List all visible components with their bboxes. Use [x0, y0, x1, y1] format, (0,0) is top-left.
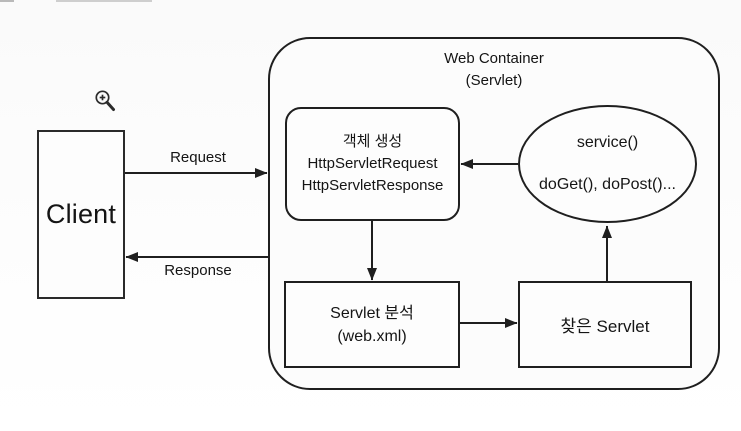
client-box: Client: [37, 130, 125, 299]
object-creation-line1: 객체 생성: [342, 133, 403, 150]
response-edge-label: Response: [164, 262, 232, 279]
client-label: Client: [45, 199, 117, 229]
object-creation-line3: HttpServletResponse: [301, 177, 444, 194]
web-container-title-line2: (Servlet): [465, 72, 523, 89]
found-servlet-box: 찾은 Servlet: [518, 281, 692, 368]
object-creation-line2: HttpServletRequest: [307, 155, 438, 172]
found-servlet-label: 찾은 Servlet: [560, 317, 650, 336]
web-container-title-line1: Web Container: [444, 50, 544, 67]
servlet-analysis-line1: Servlet 분석: [330, 304, 414, 322]
request-edge-label: Request: [170, 149, 226, 166]
servlet-analysis-line2: (web.xml): [337, 327, 407, 345]
service-ellipse-line2: doGet(), doPost()...: [539, 176, 676, 193]
service-ellipse-line1: service(): [576, 134, 639, 151]
servlet-analysis-box: Servlet 분석 (web.xml): [284, 281, 460, 368]
web-container-title: Web Container (Servlet): [268, 48, 720, 92]
video-artifact: [56, 0, 152, 2]
service-ellipse: service() doGet(), doPost()...: [518, 105, 697, 223]
video-artifact: [0, 0, 14, 2]
object-creation-box: 객체 생성 HttpServletRequest HttpServletResp…: [285, 107, 460, 221]
